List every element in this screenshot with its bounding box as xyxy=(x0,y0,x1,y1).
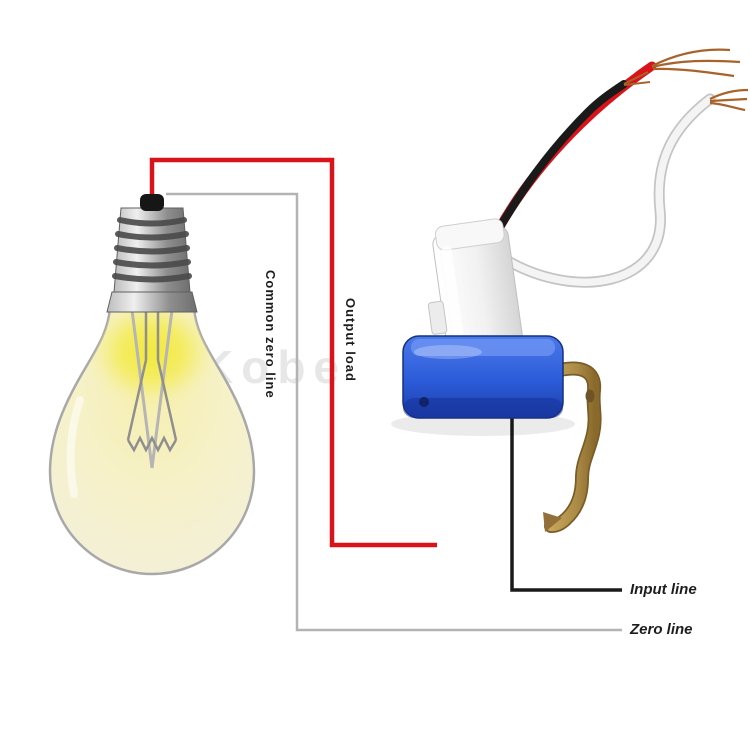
label-zero-line: Zero line xyxy=(630,621,693,638)
label-input-line: Input line xyxy=(630,581,697,598)
switch-base xyxy=(402,335,564,419)
white-wire xyxy=(499,95,714,286)
red-wire-copper-tip xyxy=(651,48,741,78)
bulb-collar xyxy=(106,291,198,313)
bulb-filament xyxy=(126,309,178,469)
black-wire xyxy=(486,80,628,248)
zero-line-leader xyxy=(166,192,622,632)
output-load-leader xyxy=(149,157,437,548)
mounting-bracket xyxy=(543,361,602,533)
label-output-load: Output load xyxy=(343,298,358,382)
input-line-leader xyxy=(510,400,622,592)
black-wire-copper-tip xyxy=(623,71,651,86)
white-wire-copper-tip xyxy=(709,88,749,112)
photocell-switch xyxy=(391,218,602,533)
bulb-screw-threads xyxy=(112,217,192,283)
wires xyxy=(486,48,749,288)
bulb-glass-highlight xyxy=(66,396,84,498)
label-common-zero-line: Common zero line xyxy=(263,270,278,399)
red-wire xyxy=(492,61,657,237)
bulb-contact-tip xyxy=(140,194,164,211)
light-bulb xyxy=(48,194,256,576)
bulb-glow xyxy=(88,308,216,406)
